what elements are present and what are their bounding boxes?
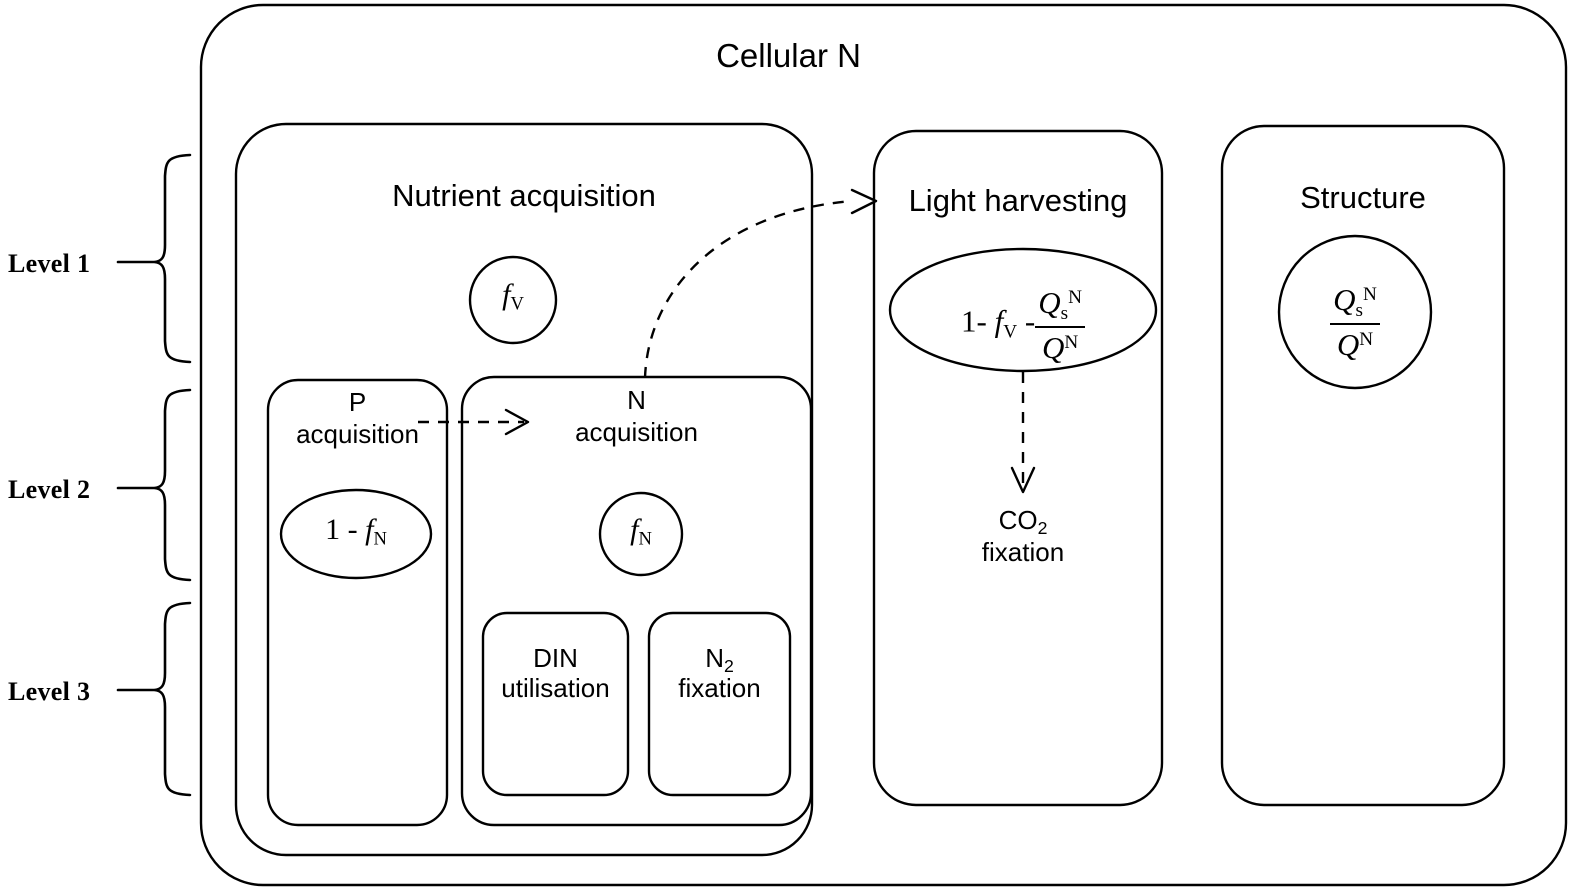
structure-allocation-circle <box>1277 234 1433 390</box>
nutrient-acquisition-box <box>234 122 814 857</box>
lh-den-base: Q <box>1041 329 1065 365</box>
fn-allocation-text: fN <box>591 513 691 551</box>
lh-op2: - <box>1024 303 1036 339</box>
lh-num-base: Q <box>1038 285 1061 320</box>
lh-num-superscript: N <box>1068 287 1082 309</box>
level-3-brace <box>116 601 192 797</box>
din-utilisation-box <box>481 611 630 797</box>
structure-num-superscript: N <box>1363 284 1377 306</box>
n-acquisition-box <box>460 375 813 827</box>
fn-base: f <box>630 513 639 546</box>
fn-subscript: N <box>638 528 652 550</box>
lh-fv-base: f <box>994 303 1004 339</box>
n2-fixation-box <box>647 611 792 797</box>
one-minus-fn-allocation-ellipse <box>279 488 433 580</box>
one-minus-fn-subscript: N <box>373 528 387 550</box>
level-2-brace <box>116 388 192 582</box>
n-acquisition-to-light-harvesting-dashed-arrow <box>643 188 878 379</box>
one-minus-fn-base: f <box>365 513 374 546</box>
nutrient-acquisition-title: Nutrient acquisition <box>392 178 656 213</box>
structure-num-base: Q <box>1333 282 1356 317</box>
structure-fraction-denominator: QN <box>1330 325 1380 363</box>
lh-num-subscript: s <box>1060 302 1069 324</box>
lh-term1: 1 <box>961 303 977 339</box>
fv-subscript: V <box>510 293 524 315</box>
lh-op1: - <box>976 303 987 339</box>
structure-den-superscript: N <box>1359 328 1374 350</box>
lh-den-superscript: N <box>1064 331 1079 353</box>
structure-den-base: Q <box>1336 326 1360 362</box>
fv-allocation-text: fV <box>463 278 563 316</box>
n2-fixation-element: N <box>705 643 724 673</box>
co2-fixation-label-line1: CO2 <box>923 505 1123 538</box>
p-acquisition-label-line1: P <box>348 387 367 417</box>
light-harvesting-allocation-ellipse <box>888 247 1158 373</box>
cellular-n-container <box>199 3 1568 887</box>
level-3-label: Level 3 <box>8 677 91 706</box>
n-acquisition-label-line2: acquisition <box>575 417 698 447</box>
p-acquisition-box <box>266 378 449 827</box>
co2-fixation-compound: CO <box>998 505 1038 535</box>
p-to-n-dashed-arrow <box>418 408 530 436</box>
p-acquisition-label-line2: acquisition <box>296 419 419 449</box>
co2-fixation-subscript: 2 <box>1037 517 1048 538</box>
structure-num-subscript: s <box>1355 299 1363 321</box>
structure-box <box>1220 124 1506 807</box>
fn-allocation-circle <box>598 491 684 577</box>
lh-fraction-numerator: QsN <box>1035 285 1085 328</box>
structure-title: Structure <box>1300 180 1426 215</box>
light-harvesting-to-co2-fixation-dashed-arrow <box>1010 372 1036 494</box>
diagram-title: Cellular N <box>716 37 861 74</box>
one-minus-fn-text: 1 - fN <box>281 513 431 551</box>
level-1-brace <box>116 153 192 364</box>
n2-fixation-label-line2: fixation <box>678 673 761 703</box>
level-1-label: Level 1 <box>8 249 91 278</box>
fv-allocation-circle <box>468 255 558 345</box>
co2-fixation-label-line2: fixation <box>981 537 1065 567</box>
light-harvesting-title: Light harvesting <box>908 183 1128 218</box>
light-harvesting-box <box>872 129 1164 807</box>
lh-fv-subscript: V <box>1003 321 1018 343</box>
n2-fixation-label-line1: N2 <box>649 643 790 676</box>
n2-fixation-subscript: 2 <box>723 655 734 676</box>
din-utilisation-label-line2: utilisation <box>501 673 610 703</box>
structure-fraction-numerator: QsN <box>1330 282 1380 325</box>
din-utilisation-label-line1: DIN <box>533 643 578 673</box>
n-acquisition-label-line1: N <box>627 385 646 415</box>
one-minus-fn-prefix: 1 - <box>325 513 358 546</box>
lh-fraction-denominator: QN <box>1035 328 1085 366</box>
level-2-label: Level 2 <box>8 475 91 504</box>
fv-base: f <box>502 278 511 311</box>
